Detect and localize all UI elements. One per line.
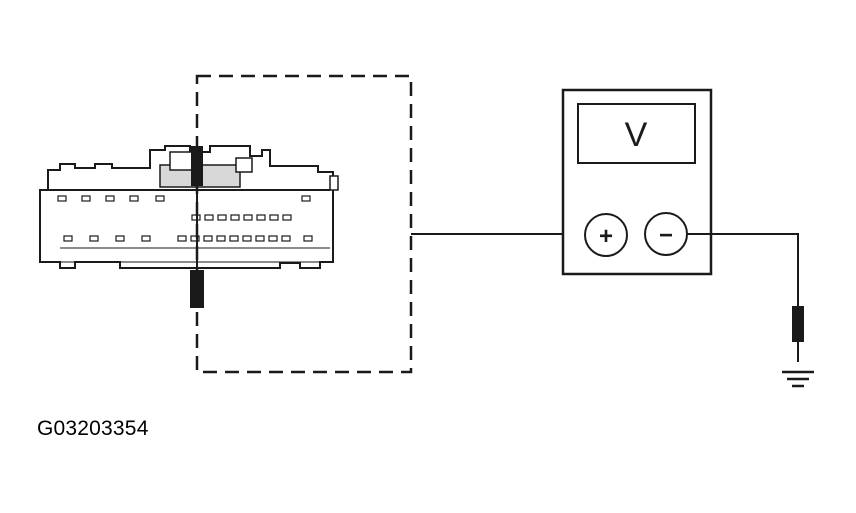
connector-pin [255, 235, 265, 242]
module-dashed-box [195, 74, 413, 374]
connector-pin [81, 195, 91, 202]
connector-pin [269, 214, 279, 221]
connector-pin [229, 235, 239, 242]
ground-probe [792, 306, 804, 342]
connector-pin [115, 235, 125, 242]
figure-id: G03203354 [37, 417, 149, 440]
positive-terminal [584, 213, 628, 257]
connector-pin [242, 235, 252, 242]
positive-terminal-symbol: + [599, 223, 613, 250]
connector-pin [105, 195, 115, 202]
negative-terminal-symbol: − [659, 222, 673, 249]
connector-pin [216, 235, 226, 242]
voltmeter: V + − [561, 88, 713, 276]
pin-row-lower [63, 235, 313, 242]
voltmeter-display [577, 103, 696, 164]
connector-pin [89, 235, 99, 242]
connector-pin [203, 235, 213, 242]
connector-pin [230, 214, 240, 221]
probe-lower-tip [190, 270, 204, 308]
connector-pin [155, 195, 165, 202]
connector-pin [129, 195, 139, 202]
pin-row-upper [57, 195, 311, 202]
connector-pin [141, 235, 151, 242]
connector-pin [177, 235, 187, 242]
connector-pin [190, 235, 200, 242]
connector-pin [243, 214, 253, 221]
ground-icon [782, 370, 814, 388]
connector-pin [303, 235, 313, 242]
connector-pin [204, 214, 214, 221]
connector-pin [281, 235, 291, 242]
connector-pin [57, 195, 67, 202]
connector-pin [301, 195, 311, 202]
connector [39, 145, 339, 269]
connector-pin [217, 214, 227, 221]
connector-pin [63, 235, 73, 242]
connector-pin [282, 214, 292, 221]
connector-pin [268, 235, 278, 242]
voltmeter-display-label: V [625, 116, 648, 154]
connector-pin [256, 214, 266, 221]
